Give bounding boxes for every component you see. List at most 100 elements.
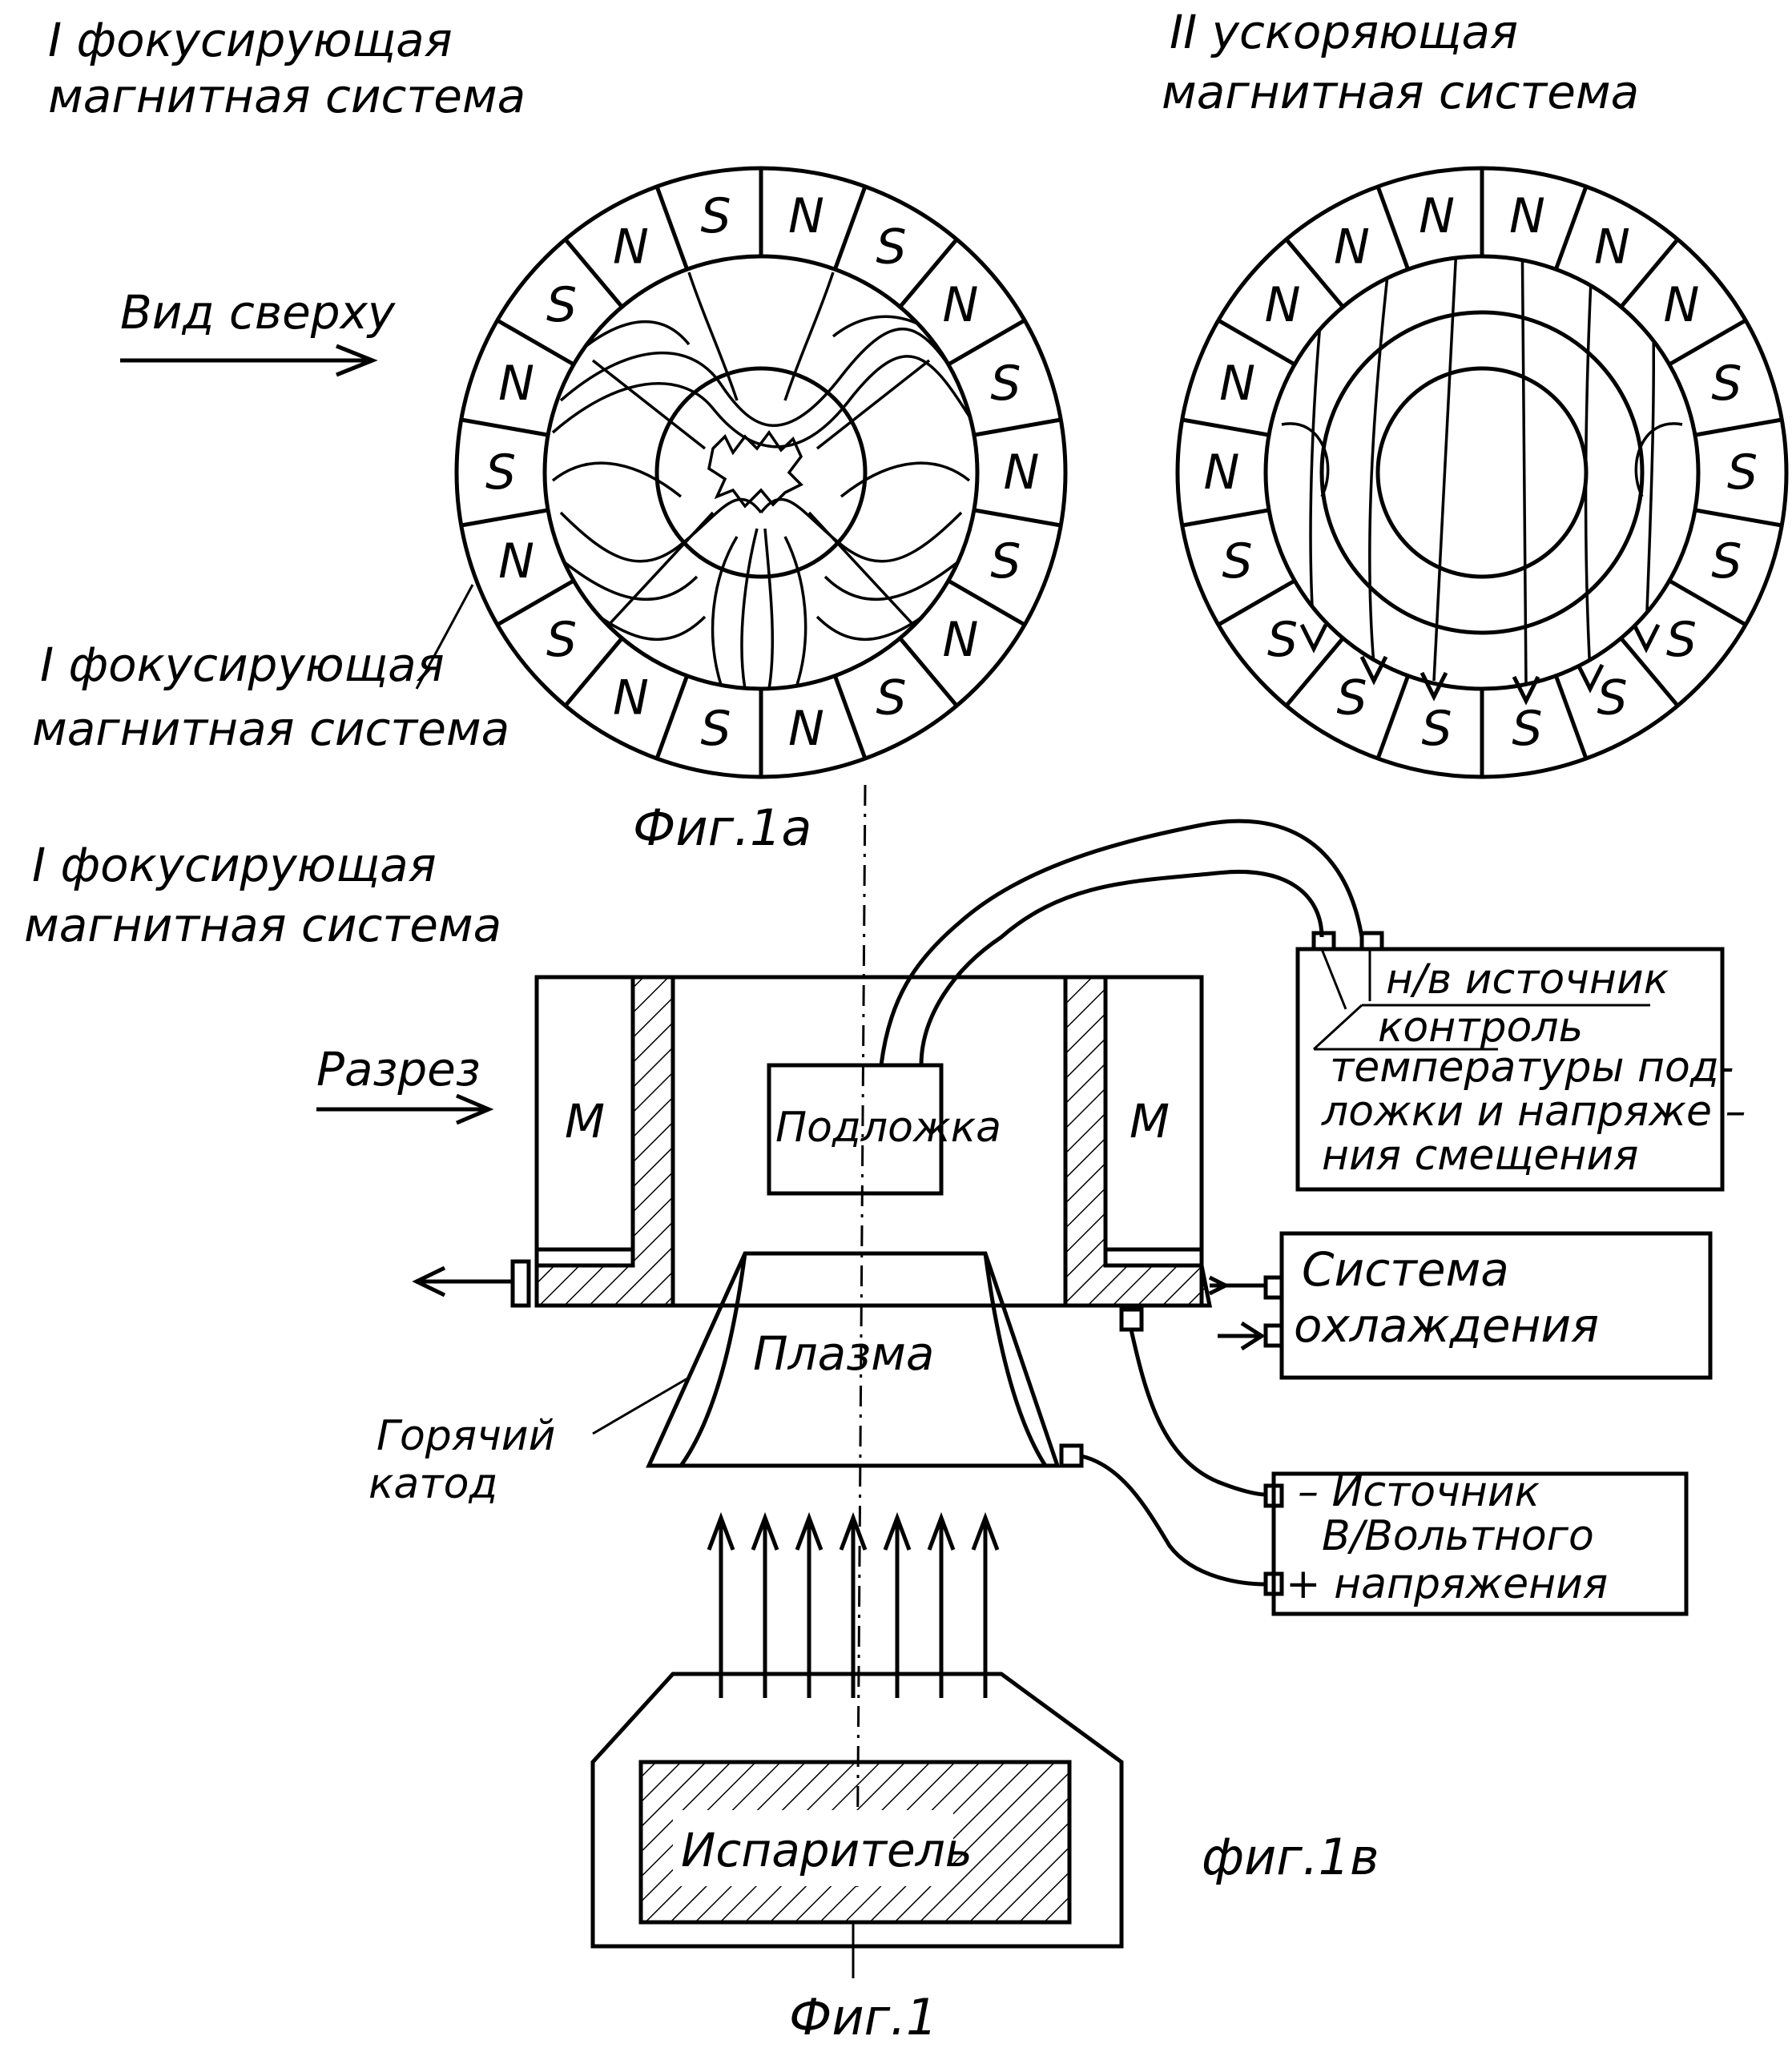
magnet-right-label: М <box>1130 1094 1170 1149</box>
accel-system-label-2: магнитная система <box>1162 65 1639 119</box>
ring1-pole-label: N <box>498 356 534 412</box>
ring1-divider <box>657 187 687 269</box>
focus-system-top-label-2: магнитная система <box>48 69 526 123</box>
ring1-pole-label: S <box>701 188 731 244</box>
cooling-label-2: охлаждения <box>1294 1298 1599 1353</box>
ring1-segment-dividers <box>461 168 1061 777</box>
ring1-pole-label: N <box>943 612 979 668</box>
hv-box-line-5: ния смещения <box>1322 1132 1638 1180</box>
ring1-pole-label: N <box>613 219 649 276</box>
hv-source-line-2: В/Вольтного <box>1322 1512 1594 1560</box>
ring1-divider <box>974 420 1061 435</box>
ring2-divider <box>1378 187 1408 269</box>
hot-cathode-label-2: катод <box>368 1460 497 1508</box>
ring1-pole-label: S <box>876 670 906 726</box>
ring2-pole-label: S <box>1711 533 1742 589</box>
ring1-pole-label: S <box>990 356 1021 412</box>
ring2-divider <box>1556 676 1586 758</box>
ring2-pole-label: N <box>1419 188 1455 244</box>
ring2-segment-dividers <box>1182 168 1782 777</box>
ring1-pole-label: S <box>546 277 577 333</box>
section-arrow <box>316 1096 489 1123</box>
ring2-pole-label: S <box>1666 612 1697 668</box>
ring2-pole-label: N <box>1594 219 1630 276</box>
ring1-field-pattern <box>553 272 969 689</box>
ring1-pole-label: S <box>546 612 577 668</box>
ring2-pole-label: S <box>1727 445 1758 501</box>
fig1a-caption: Фиг.1а <box>633 799 811 857</box>
ring2-divider <box>1182 420 1269 435</box>
evaporator-label: Испаритель <box>681 1823 973 1877</box>
ring2-pole-label: S <box>1267 612 1298 668</box>
focus-system-sec-label-2: магнитная система <box>24 898 501 952</box>
focus-system-mid-label-2: магнитная система <box>32 702 509 756</box>
ring2-pole-label: S <box>1711 356 1742 412</box>
top-view-label: Вид сверху <box>120 285 396 340</box>
ring2-pole-label: N <box>1265 277 1301 333</box>
ring1-pole-label: N <box>943 277 979 333</box>
ring1-divider <box>835 676 865 758</box>
hv-source-line-3: + напряжения <box>1286 1560 1608 1608</box>
ring2-pole-label: N <box>1219 356 1255 412</box>
top-view-arrow <box>120 346 372 375</box>
ring2-pole-label: S <box>1512 701 1542 757</box>
ring1-pole-label: S <box>701 701 731 757</box>
magnet-left-label: М <box>565 1094 605 1149</box>
ring2-pole-label: S <box>1222 533 1253 589</box>
ring1-pole-label: N <box>788 188 824 244</box>
cooling-box: Система охлаждения <box>1210 1233 1710 1378</box>
ring1-divider <box>461 510 548 525</box>
ring2-divider <box>1556 187 1586 269</box>
ring2-pole-labels: NNNNNNNNSSSSSSSSSS <box>1204 188 1758 757</box>
ring1-pole-label: S <box>485 445 516 501</box>
ring2-pole-label: N <box>1204 445 1240 501</box>
plasma-region: Плазма <box>649 1253 1057 1466</box>
accelerating-magnet-ring: NNNNNNNNSSSSSSSSSS <box>1178 168 1786 777</box>
ring1-divider <box>974 510 1061 525</box>
focus-system-sec-label-1: I фокусирующая <box>32 838 437 892</box>
hv-source-line-1: – Источник <box>1298 1468 1540 1516</box>
hot-cathode-label-1: Горячий <box>377 1412 555 1460</box>
cooling-label-1: Система <box>1302 1242 1509 1297</box>
hv-box-line-3: температуры под- <box>1330 1044 1734 1092</box>
substrate-cables <box>881 821 1362 1065</box>
focusing-magnet-ring: SNSNSNSNSNSNSNSNSN <box>457 168 1065 777</box>
ring1-divider <box>835 187 865 269</box>
ring1-pole-label: S <box>876 219 906 276</box>
ring2-divider <box>1695 510 1782 525</box>
ring2-pole-label: N <box>1664 277 1700 333</box>
fig1-caption: Фиг.1 <box>789 1988 937 2046</box>
ring2-divider <box>1378 676 1408 758</box>
section-label: Разрез <box>316 1042 481 1096</box>
hv-box-line-1: н/в источник <box>1386 956 1669 1004</box>
focus-label-leader <box>417 585 473 689</box>
hv-control-box: н/в источник контроль температуры под- л… <box>1298 933 1746 1189</box>
ring2-pole-label: S <box>1336 670 1367 726</box>
evaporator: Испаритель <box>593 1674 1122 1946</box>
ring2-pole-label: N <box>1509 188 1545 244</box>
plasma-label: Плазма <box>753 1326 934 1381</box>
ring1-divider <box>461 420 548 435</box>
ring1-pole-label: N <box>788 701 824 757</box>
ring1-pole-label: N <box>613 670 649 726</box>
ring2-pole-label: S <box>1422 701 1452 757</box>
fig1b-caption: фиг.1в <box>1202 1828 1379 1886</box>
hv-source-box: – Источник В/Вольтного + напряжения <box>1266 1468 1686 1614</box>
focus-system-top-label-1: I фокусирующая <box>48 13 453 67</box>
left-outlet <box>417 1261 529 1306</box>
ring2-divider <box>1695 420 1782 435</box>
ring2-field-lines <box>1282 216 1682 685</box>
substrate-label: Подложка <box>775 1104 1001 1152</box>
focus-system-mid-label-1: I фокусирующая <box>40 638 445 692</box>
ring1-pole-label: N <box>498 533 534 589</box>
ring1-pole-label: N <box>1004 445 1040 501</box>
ring2-pole-label: N <box>1334 219 1370 276</box>
vapor-flow-arrows <box>709 1518 997 1698</box>
accel-system-label-1: II ускоряющая <box>1170 5 1518 59</box>
ring1-pole-label: S <box>990 533 1021 589</box>
ring2-pole-label: S <box>1597 670 1627 726</box>
hv-box-line-4: ложки и напряже – <box>1321 1088 1746 1136</box>
hv-source-wires <box>1061 1310 1266 1584</box>
